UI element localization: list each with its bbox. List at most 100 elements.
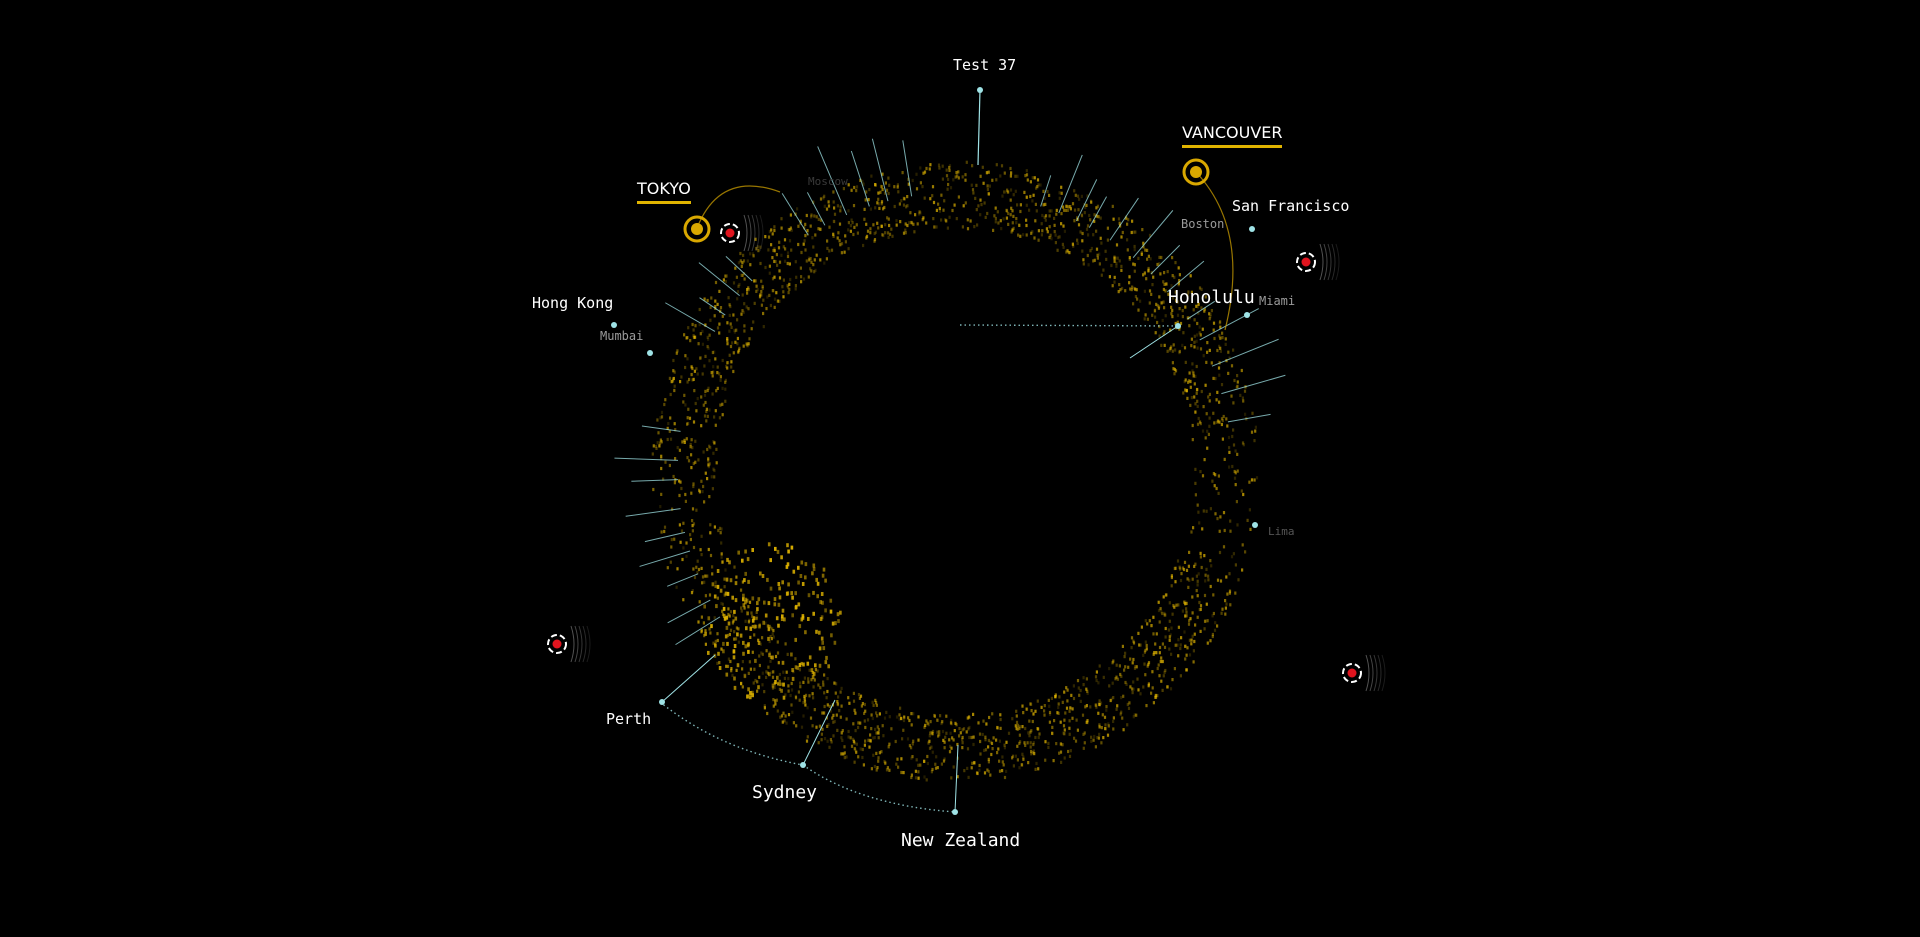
- land-dot: [670, 538, 673, 542]
- land-dot: [751, 596, 755, 601]
- city-label-san-francisco[interactable]: San Francisco: [1232, 197, 1350, 215]
- city-label-mumbai[interactable]: Mumbai: [600, 329, 644, 343]
- land-dot: [826, 677, 829, 681]
- land-dot: [1121, 230, 1124, 235]
- hub-label-vancouver[interactable]: VANCOUVER: [1182, 125, 1283, 148]
- land-dot: [1142, 653, 1145, 657]
- land-dot: [707, 650, 710, 655]
- city-label-miami[interactable]: Miami: [1259, 294, 1296, 308]
- land-dot: [712, 365, 715, 369]
- land-dot: [1230, 555, 1234, 559]
- land-dot: [1078, 693, 1081, 697]
- land-dot: [1072, 684, 1075, 688]
- land-dot: [752, 616, 756, 621]
- land-dot: [787, 677, 790, 681]
- land-dot: [1144, 313, 1147, 317]
- land-dot: [692, 545, 696, 550]
- land-dot: [794, 665, 798, 670]
- land-dot: [746, 259, 749, 263]
- land-dot: [690, 373, 693, 377]
- land-dot: [1188, 550, 1191, 554]
- city-label-sydney[interactable]: Sydney: [752, 782, 818, 803]
- signal-wave: [759, 214, 764, 252]
- land-dot: [1204, 436, 1207, 440]
- land-dot: [759, 245, 762, 249]
- land-dot: [736, 342, 739, 346]
- land-dot: [709, 305, 712, 309]
- land-dot: [1156, 666, 1159, 671]
- land-dot: [807, 677, 810, 681]
- land-dot: [720, 647, 723, 651]
- land-dot: [1170, 574, 1173, 578]
- land-dot: [847, 735, 850, 739]
- land-dot: [1219, 515, 1222, 519]
- land-dot: [683, 393, 686, 397]
- land-dot: [1203, 309, 1206, 313]
- land-dot: [716, 371, 719, 375]
- land-dot: [925, 719, 928, 723]
- land-dot: [692, 335, 695, 340]
- land-dot: [877, 191, 880, 195]
- land-dot: [949, 186, 953, 190]
- land-dot: [983, 748, 986, 752]
- land-dot: [937, 202, 940, 206]
- land-dot: [694, 335, 697, 339]
- land-dot: [1051, 731, 1054, 735]
- land-dot: [1172, 343, 1175, 347]
- land-dot: [768, 271, 771, 275]
- land-dot: [700, 553, 703, 557]
- land-dot: [1071, 707, 1074, 711]
- land-dot: [865, 222, 868, 226]
- land-dot: [1209, 507, 1212, 511]
- land-dot: [1016, 723, 1020, 727]
- land-dot: [785, 564, 789, 569]
- land-dot: [1209, 639, 1212, 643]
- land-dot: [1221, 418, 1224, 423]
- land-dot: [1248, 508, 1251, 512]
- city-label-hong-kong[interactable]: Hong Kong: [532, 294, 614, 312]
- land-dot: [695, 409, 698, 413]
- land-dot: [1120, 710, 1123, 714]
- land-dot: [1038, 732, 1041, 736]
- land-dot: [742, 253, 745, 257]
- land-dot: [724, 568, 727, 572]
- land-dot: [924, 723, 927, 727]
- land-dot: [1103, 715, 1107, 719]
- land-dot: [1014, 174, 1017, 178]
- land-dot: [894, 739, 897, 744]
- city-label-test-37[interactable]: Test 37: [953, 56, 1017, 74]
- land-dot: [727, 607, 730, 611]
- hub-label-tokyo[interactable]: TOKYO: [637, 181, 691, 204]
- city-label-boston[interactable]: Boston: [1181, 217, 1225, 231]
- land-dot: [1095, 670, 1098, 674]
- land-dot: [742, 640, 745, 645]
- land-dot: [813, 270, 816, 274]
- land-dot: [1081, 231, 1084, 236]
- city-label-perth[interactable]: Perth: [606, 710, 652, 728]
- land-dot: [1077, 223, 1081, 227]
- land-dot: [1125, 682, 1128, 686]
- land-dot: [1192, 660, 1195, 664]
- land-dot: [1218, 344, 1221, 348]
- land-dot: [996, 210, 999, 214]
- land-dot: [957, 176, 960, 180]
- land-dot: [1181, 315, 1184, 319]
- land-dot: [1086, 691, 1089, 695]
- city-label-lima[interactable]: Lima: [1268, 525, 1295, 538]
- city-label-honolulu[interactable]: Honolulu: [1168, 287, 1255, 308]
- land-dot: [1177, 266, 1180, 270]
- land-dot: [707, 386, 710, 390]
- land-dot: [966, 227, 970, 231]
- land-dot: [759, 642, 762, 646]
- land-dot: [817, 683, 820, 687]
- land-dot: [985, 171, 988, 175]
- land-dot: [729, 344, 733, 349]
- land-dot: [823, 691, 826, 695]
- land-dot: [1164, 668, 1167, 673]
- land-dot: [1097, 215, 1100, 219]
- city-label-new-zealand[interactable]: New Zealand: [901, 830, 1021, 851]
- land-dot: [828, 249, 831, 253]
- land-dot: [1187, 622, 1191, 626]
